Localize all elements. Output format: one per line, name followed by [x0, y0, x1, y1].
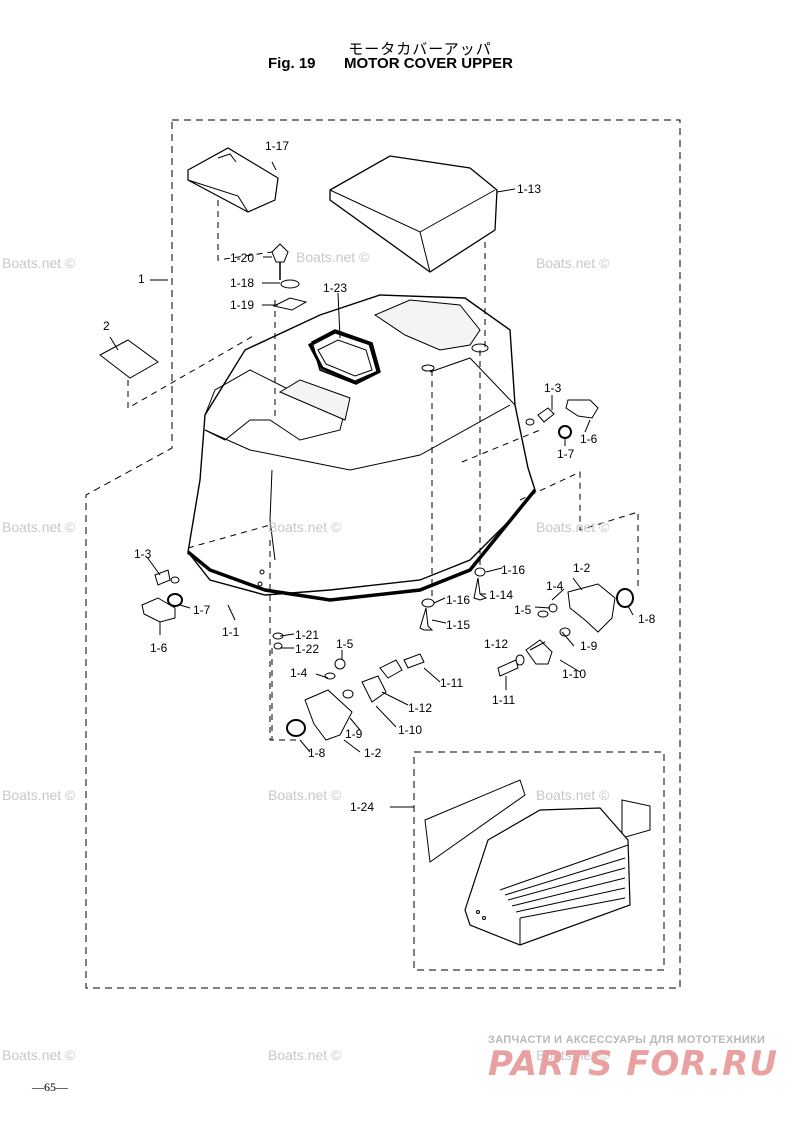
watermarks: Boats.net © Boats.net © Boats.net © Boat…	[2, 249, 610, 1063]
watermark-text: Boats.net ©	[268, 519, 342, 535]
page-number: —65—	[32, 1080, 68, 1094]
figure-title-japanese: モータカバーアッパ	[348, 40, 492, 58]
callout-1-21: 1-21	[295, 628, 319, 642]
watermark-text: Boats.net ©	[268, 787, 342, 803]
part-1-13-panel	[329, 155, 498, 273]
callout-1-3-right: 1-3	[544, 381, 562, 395]
callout-1-12-left: 1-12	[408, 701, 432, 715]
callout-1-11-upper: 1-11	[440, 676, 463, 690]
watermark-text: Boats.net ©	[536, 787, 610, 803]
callout-1-7-left: 1-7	[193, 603, 211, 617]
callout-1-3-left: 1-3	[134, 547, 152, 561]
callout-labels: 1-17 1-13 1-20 1-18 1-19 1-23 1 2 1-3 1-…	[103, 139, 656, 814]
callout-1-5-left: 1-5	[336, 637, 354, 651]
callout-1-2-left: 1-2	[364, 746, 382, 760]
brand-logo: PARTS FOR.RU	[488, 1044, 778, 1084]
watermark-text: Boats.net ©	[536, 255, 610, 271]
brand-tagline: ЗАПЧАСТИ И АКСЕССУАРЫ ДЛЯ МОТОТЕХНИКИ	[488, 1034, 766, 1046]
callout-1-9-right: 1-9	[580, 639, 598, 653]
callout-1-12-right: 1-12	[484, 637, 508, 651]
callout-1-6-right: 1-6	[580, 432, 598, 446]
callout-leaders	[109, 161, 634, 808]
callout-1-6-left: 1-6	[150, 641, 168, 655]
figure-title-row: Fig. 19 MOTOR COVER UPPER	[268, 55, 513, 72]
part-latch-group	[271, 243, 308, 311]
callout-1-22: 1-22	[295, 642, 319, 656]
watermark-text: Boats.net ©	[268, 1047, 342, 1063]
watermark-text: Boats.net ©	[2, 519, 76, 535]
callout-1-20: 1-20	[230, 251, 254, 265]
figure-title: MOTOR COVER UPPER	[344, 55, 513, 72]
callout-1-16-lower: 1-16	[446, 593, 470, 607]
callout-1-9-left: 1-9	[345, 727, 363, 741]
callout-1-7-right: 1-7	[557, 447, 575, 461]
watermark-text: Boats.net ©	[2, 255, 76, 271]
decal-set-boundary	[413, 751, 665, 971]
assembly-boundary	[85, 119, 681, 989]
part-2-decal	[99, 339, 159, 379]
dashed-leaders	[127, 200, 639, 741]
callout-1-8-left: 1-8	[308, 746, 326, 760]
callout-1-13: 1-13	[517, 182, 541, 196]
callout-1-17: 1-17	[265, 139, 289, 153]
watermark-text: Boats.net ©	[296, 249, 370, 265]
callout-1-8-right: 1-8	[638, 612, 656, 626]
callout-1-23: 1-23	[323, 281, 347, 295]
callout-1-19: 1-19	[230, 298, 254, 312]
callout-1-24: 1-24	[350, 800, 374, 814]
callout-1-10-left: 1-10	[398, 723, 422, 737]
callout-1: 1	[138, 272, 145, 286]
callout-2: 2	[103, 319, 110, 333]
figure-number: Fig. 19	[268, 55, 316, 72]
callout-1-11-lower: 1-11	[492, 693, 515, 707]
part-1-24-cover-decals	[424, 779, 651, 946]
part-1-1-main-cover	[186, 294, 537, 602]
callout-1-1: 1-1	[222, 625, 240, 639]
part-1-23-seal	[311, 329, 381, 385]
callout-1-15: 1-15	[446, 618, 470, 632]
watermark-text: Boats.net ©	[2, 787, 76, 803]
callout-1-4-right: 1-4	[546, 579, 564, 593]
callout-1-16-upper: 1-16	[501, 563, 525, 577]
watermark-text: Boats.net ©	[536, 1047, 610, 1063]
watermark-text: Boats.net ©	[2, 1047, 76, 1063]
brand-watermark: ЗАПЧАСТИ И АКСЕССУАРЫ ДЛЯ МОТОТЕХНИКИ PA…	[488, 1034, 788, 1084]
part-right-hardware	[419, 399, 634, 677]
callout-1-2-right: 1-2	[573, 561, 591, 575]
part-left-hardware	[141, 569, 425, 741]
watermark-text: Boats.net ©	[536, 519, 610, 535]
callout-1-18: 1-18	[230, 276, 254, 290]
callout-1-5-right: 1-5	[514, 603, 532, 617]
callout-1-4-left: 1-4	[290, 666, 308, 680]
part-1-17-plate	[187, 147, 279, 213]
callout-1-14: 1-14	[489, 588, 513, 602]
callout-1-10-right: 1-10	[562, 667, 586, 681]
